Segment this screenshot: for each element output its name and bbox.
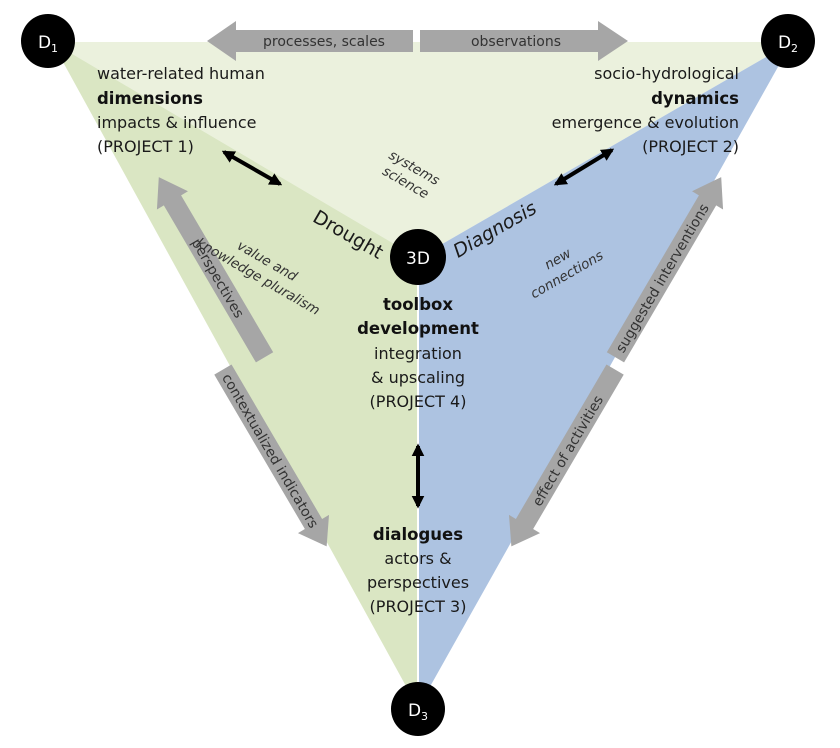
node-d3-label: D3	[408, 701, 428, 723]
node-d2: D2	[761, 14, 815, 68]
node-d2-label: D2	[778, 33, 798, 55]
processes-scales-label: processes, scales	[263, 34, 385, 50]
project2-line1: socio-hydrological	[594, 64, 739, 83]
perspectives-arrow	[156, 177, 274, 363]
project1-line1: water-related human	[97, 64, 265, 83]
contextualized-indicators-arrow	[214, 364, 330, 547]
project4-text-block: toolbox development integration & upscal…	[357, 295, 479, 411]
project3-line3: perspectives	[367, 573, 469, 592]
project2-line3: emergence & evolution	[552, 113, 739, 132]
node-3d: 3D	[390, 229, 446, 285]
effect-of-activities-arrow	[508, 364, 624, 547]
project1-double-arrow	[221, 150, 283, 186]
project3-line2: actors &	[384, 549, 451, 568]
project4-bold2: development	[357, 319, 479, 338]
project2-double-arrow	[553, 148, 615, 186]
project1-text-block: water-related human dimensions impacts &…	[97, 64, 265, 156]
observations-label: observations	[471, 34, 561, 50]
project3-bold: dialogues	[373, 525, 463, 544]
processes-scales-arrow	[207, 21, 413, 61]
node-3d-label: 3D	[406, 249, 430, 269]
project4-line5: (PROJECT 4)	[370, 392, 467, 411]
suggested-interventions-arrow	[606, 177, 724, 363]
project4-line3: integration	[374, 344, 462, 363]
project4-bold1: toolbox	[383, 295, 453, 314]
project2-text-block: socio-hydrological dynamics emergence & …	[552, 64, 740, 156]
node-d1: D1	[21, 14, 75, 68]
project1-line3: impacts & influence	[97, 113, 256, 132]
node-d1-label: D1	[38, 33, 58, 55]
project4-line4: & upscaling	[371, 368, 465, 387]
project1-bold: dimensions	[97, 89, 203, 108]
node-d3: D3	[391, 682, 445, 736]
top-region	[52, 42, 792, 258]
project2-bold: dynamics	[651, 89, 739, 108]
project1-line4: (PROJECT 1)	[97, 137, 194, 156]
observations-arrow	[420, 21, 628, 61]
project2-line4: (PROJECT 2)	[642, 137, 739, 156]
project3-line4: (PROJECT 3)	[370, 597, 467, 616]
project3-text-block: dialogues actors & perspectives (PROJECT…	[367, 525, 469, 616]
